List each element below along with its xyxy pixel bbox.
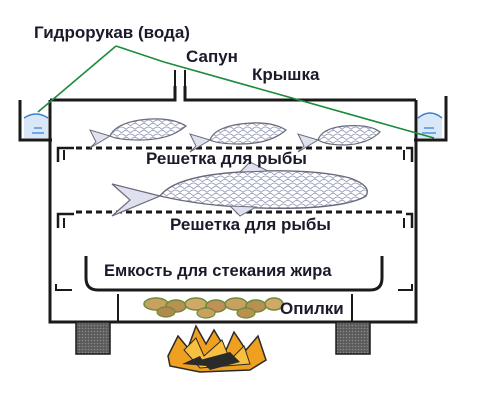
label-upper-grate: Решетка для рыбы xyxy=(146,149,307,168)
sawdust-floor xyxy=(117,294,353,322)
label-lid: Крышка xyxy=(252,65,320,84)
upper-grate xyxy=(56,146,414,162)
fish-large xyxy=(111,161,368,217)
fish-small-3 xyxy=(297,125,381,153)
label-sawdust: Опилки xyxy=(280,299,344,318)
label-lower-grate: Решетка для рыбы xyxy=(170,215,331,234)
fat-tray xyxy=(55,256,413,292)
vent-pipe xyxy=(174,70,186,86)
leader-lines xyxy=(37,45,435,139)
label-water-seal: Гидрорукав (вода) xyxy=(34,23,190,42)
fish-small-2 xyxy=(189,122,288,153)
sawdust xyxy=(143,297,284,319)
inner-walls xyxy=(63,150,405,228)
water-seal-right xyxy=(414,96,448,142)
support-left xyxy=(75,321,111,355)
water-seal-left xyxy=(18,100,52,142)
support-right xyxy=(335,321,371,355)
smokehouse-body xyxy=(48,100,418,324)
label-vent: Сапун xyxy=(186,47,238,66)
lid xyxy=(50,86,416,102)
fish-small-1 xyxy=(89,118,188,149)
fire-icon xyxy=(167,324,267,373)
label-fat-tray: Емкость для стекания жира xyxy=(104,262,332,280)
